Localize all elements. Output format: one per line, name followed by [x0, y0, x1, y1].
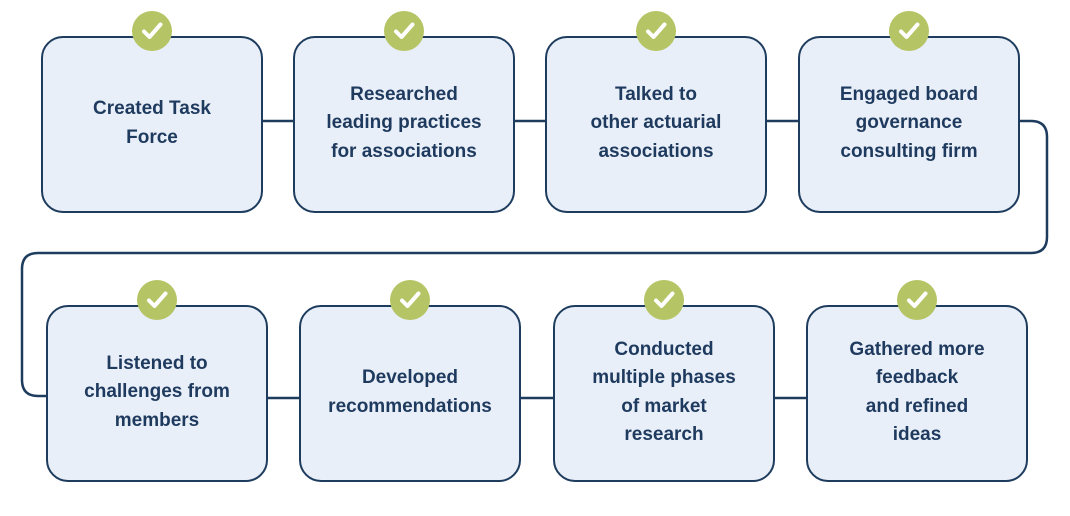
step-label: Created Task Force [93, 98, 211, 148]
check-icon [654, 291, 675, 308]
step-label: Talked to other actuarial associations [590, 83, 722, 162]
step-label: Conducted multiple phases of market rese… [592, 338, 736, 446]
check-circle [889, 11, 929, 51]
check-icon [907, 291, 928, 308]
step-box-created-task-force: Created Task Force [41, 11, 263, 213]
check-icon [899, 22, 920, 39]
step-box-engaged-consulting-firm: Engaged board governance consulting firm [798, 11, 1020, 213]
wrap-around-connector [20, 119, 1049, 398]
step-box-talked-to-associations: Talked to other actuarial associations [545, 11, 767, 213]
step-label: Listened to challenges from members [84, 352, 230, 431]
check-circle [132, 11, 172, 51]
step-box-researched-practices: Researched leading practices for associa… [293, 11, 515, 213]
check-circle [390, 280, 430, 320]
step-box-developed-recommendations: Developed recommendations [299, 280, 521, 482]
step-box-gathered-feedback: Gathered more feedback and refined ideas [806, 280, 1028, 482]
check-icon [400, 291, 421, 308]
row-connector-segments [255, 119, 813, 400]
check-icon [394, 22, 415, 39]
check-circle [644, 280, 684, 320]
check-icon [646, 22, 667, 39]
check-circle [636, 11, 676, 51]
step-label: Researched leading practices for associa… [326, 83, 482, 162]
check-icon [147, 291, 168, 308]
step-box-listened-to-members: Listened to challenges from members [46, 280, 268, 482]
step-label: Developed recommendations [328, 367, 492, 417]
check-circle [384, 11, 424, 51]
check-circle [137, 280, 177, 320]
check-icon [142, 22, 163, 39]
step-box-market-research: Conducted multiple phases of market rese… [553, 280, 775, 482]
check-circle [897, 280, 937, 320]
step-label: Engaged board governance consulting firm [839, 83, 979, 162]
step-label: Gathered more feedback and refined ideas [849, 338, 985, 446]
